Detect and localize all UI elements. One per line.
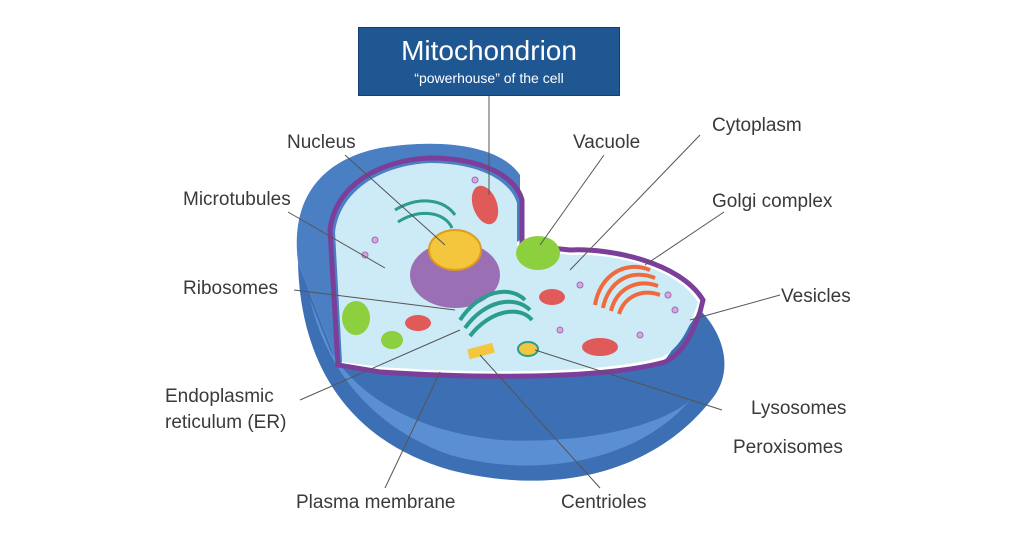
centriole-shape [467, 342, 495, 360]
label-microtubules: Microtubules [183, 189, 291, 210]
title-subheading: “powerhouse” of the cell [414, 70, 564, 86]
nucleolus-shape [428, 229, 482, 271]
mitochondrion-shape-4 [582, 338, 618, 356]
label-er-line2: reticulum (ER) [165, 412, 287, 433]
mitochondrion-shape-2 [539, 289, 565, 305]
title-heading: Mitochondrion [401, 35, 577, 66]
label-cytoplasm: Cytoplasm [712, 115, 802, 136]
mitochondrion-title-box: Mitochondrion “powerhouse” of the cell [358, 27, 620, 96]
mitochondrion-shape [471, 185, 499, 225]
label-ribosomes: Ribosomes [183, 278, 279, 299]
label-vesicles: Vesicles [781, 286, 851, 307]
cell-shell-highlight [310, 300, 690, 466]
vacuole-shape [516, 236, 560, 270]
vacuole-shape-3 [381, 331, 403, 349]
leader-lines [287, 96, 781, 489]
label-vacuole: Vacuole [573, 132, 641, 153]
vacuole-shape-2 [342, 301, 370, 335]
golgi-shape [593, 264, 661, 315]
er-shape [458, 289, 534, 338]
label-golgi: Golgi complex [712, 191, 833, 212]
label-lysosomes: Lysosomes [751, 398, 847, 419]
label-nucleus: Nucleus [287, 132, 356, 153]
label-centrioles: Centrioles [561, 492, 647, 513]
peroxisome-shape [517, 341, 539, 357]
label-plasma-membrane: Plasma membrane [296, 492, 456, 513]
label-peroxisomes: Peroxisomes [733, 437, 843, 458]
mitochondrion-shape-3 [405, 315, 431, 331]
label-er-line1: Endoplasmic [165, 386, 274, 407]
